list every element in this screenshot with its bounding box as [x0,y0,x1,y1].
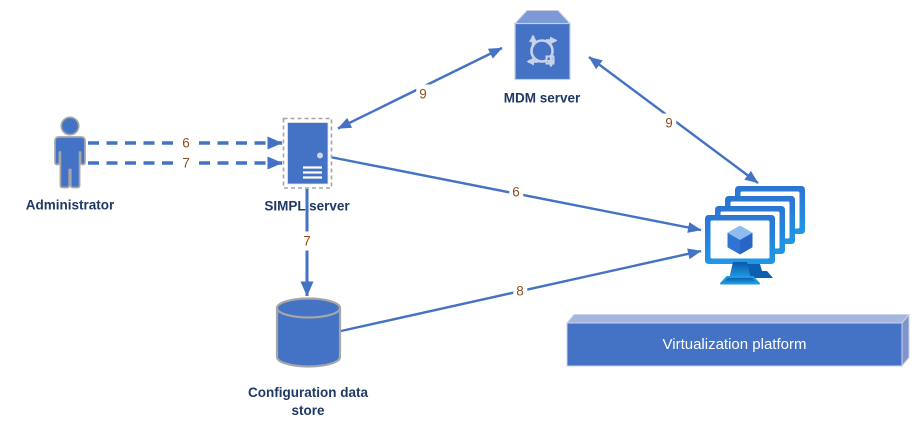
simpl-server-label: SIMPL server [264,198,350,214]
vm-cube-icon [727,225,753,255]
mdm-glyph [526,34,558,68]
simpl-server-node [282,117,333,189]
mdm-box-top [513,10,572,24]
router-box-icon [514,22,571,81]
person-icon-head [60,116,80,136]
config-store-node [275,297,342,368]
platform-bar-side [901,313,910,368]
monitor-stand [729,262,751,277]
monitor-base [720,276,760,285]
platform-bar-front [566,322,903,367]
mdm-server-node [513,10,572,81]
administrator-node [54,116,86,189]
vm-monitor-stack-icon [705,186,805,285]
virtualization-platform-bar [565,313,911,368]
database-cylinder-icon [275,308,342,368]
edge-label-7-dashed: 7 [179,153,193,173]
server-led [317,152,323,159]
virtualization-platform-label: Virtualization platform [662,336,807,353]
config-store-label: Configuration data store [248,385,368,418]
edge-label-8-store-platform: 8 [513,281,527,301]
edge-label-9-mdm-platform: 9 [662,113,676,133]
mdm-server-label: MDM server [503,90,581,106]
edge-label-9-simpl-mdm: 9 [416,84,430,104]
monitor-1 [705,215,775,285]
edge-label-7-simpl-store: 7 [300,231,314,251]
database-cylinder-top [275,297,342,319]
platform-bar-top [565,314,911,324]
administrator-label: Administrator [25,197,115,213]
server-vents [303,166,322,179]
person-icon-body [54,136,86,189]
edge-label-6-dashed: 6 [179,133,193,153]
edge-label-6-simpl-platform: 6 [509,182,523,202]
